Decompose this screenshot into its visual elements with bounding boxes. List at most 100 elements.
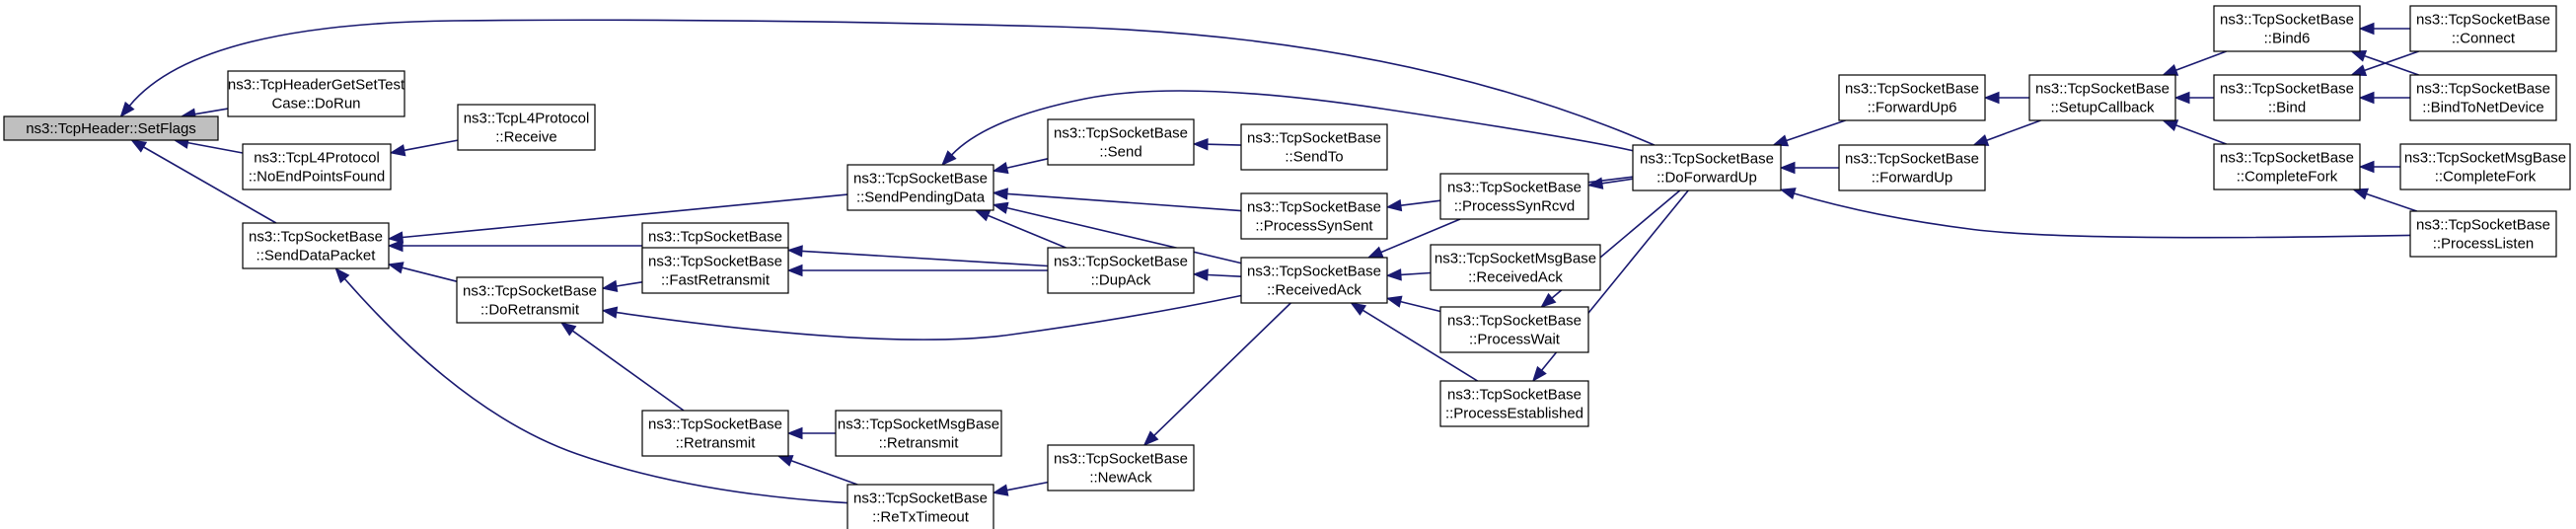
node-label-line: ::BindToNetDevice [2422,100,2543,116]
arrowhead [1385,295,1403,308]
node-fastretx[interactable]: ns3::TcpSocketBase::FastRetransmit [641,247,789,294]
node-sendto[interactable]: ns3::TcpSocketBase::SendTo [1240,123,1388,171]
node-box [456,276,604,324]
node-label-line: ::ProcessEstablished [1445,406,1583,422]
node-bind6[interactable]: ns3::TcpSocketBase::Bind6 [2213,5,2361,52]
node-label-line: ns3::TcpSocketBase [2035,81,2170,98]
node-setflags[interactable]: ns3::TcpHeader::SetFlags [3,115,219,141]
edge-newack-to-rtotimeout [992,481,1049,496]
arrowhead [389,144,406,157]
node-synrcvd[interactable]: ns3::TcpSocketBase::ProcessSynRcvd [1439,173,1589,220]
arrowhead [2350,49,2368,62]
arrowhead [1586,177,1604,189]
arrowhead [387,262,405,274]
node-label-line: ns3::TcpSocketBase [648,416,782,433]
arrowhead [1772,134,1790,147]
node-established[interactable]: ns3::TcpSocketBase::ProcessEstablished [1439,380,1589,427]
node-msgretx[interactable]: ns3::TcpSocketMsgBase::Retransmit [835,410,1002,457]
node-box [2409,210,2557,258]
arrowhead [1142,430,1159,446]
edge-line [1006,192,1242,212]
arrowhead [1540,292,1557,308]
node-wait[interactable]: ns3::TcpSocketBase::ProcessWait [1439,306,1589,353]
edges-layer [119,19,2419,504]
node-sendpending[interactable]: ns3::TcpSocketBase::SendPendingData [846,164,994,211]
node-fwdup[interactable]: ns3::TcpSocketBase::ForwardUp [1838,144,1986,191]
node-label-line: ::ReceivedAck [1468,269,1563,286]
node-newack[interactable]: ns3::TcpSocketBase::NewAck [1047,444,1195,491]
node-box [457,104,596,151]
edge-line [1380,218,1461,254]
node-box [1430,244,1601,291]
node-label-line: ::SendPendingData [856,189,986,206]
edge-line [2175,124,2227,145]
node-recvack[interactable]: ns3::TcpSocketBase::ReceivedAck [1240,257,1388,304]
node-label-line: ::ProcessSynSent [1255,218,1373,235]
node-box [1439,173,1589,220]
edge-listen-to-completefork [2352,188,2417,212]
node-box [2409,74,2557,121]
arrowhead [601,306,619,319]
edge-dupack-to-limited [786,245,1049,267]
edge-recvack-to-newack [1142,302,1291,446]
edge-line [404,139,459,152]
edge-forwardup-to-sendpending [941,90,1634,166]
node-msgrecvack[interactable]: ns3::TcpSocketMsgBase::ReceivedAck [1430,244,1601,291]
node-dupack[interactable]: ns3::TcpSocketBase::DupAck [1047,247,1195,294]
node-label-line: ns3::TcpSocketBase [2220,12,2354,29]
node-label-line: ::ReceivedAck [1267,282,1362,299]
node-doretx[interactable]: ns3::TcpSocketBase::DoRetransmit [456,276,604,324]
node-msgcompletefork[interactable]: ns3::TcpSocketMsgBase::CompleteFork [2399,143,2571,190]
edge-msgcompletefork-to-completefork [2358,160,2400,174]
node-completefork[interactable]: ns3::TcpSocketBase::CompleteFork [2213,143,2361,190]
node-box [1439,380,1589,427]
node-label-line: ns3::TcpSocketBase [249,229,383,246]
edge-doretx-to-senddata [387,262,458,282]
node-setupcb[interactable]: ns3::TcpSocketBase::SetupCallback [2028,74,2176,121]
edge-senddata-to-setflags [130,139,277,224]
node-bind[interactable]: ns3::TcpSocketBase::Bind [2213,74,2361,121]
node-box [1240,257,1388,304]
node-label-line: ::Bind [2268,100,2306,116]
arrowhead [992,484,1009,496]
edge-bindnet-to-bind6 [2350,49,2419,76]
node-label-line: ns3::TcpSocketBase [2416,12,2550,29]
edge-line [571,330,685,412]
node-bindnet[interactable]: ns3::TcpSocketBase::BindToNetDevice [2409,74,2557,121]
edge-established-to-recvack [1350,302,1479,382]
arrowhead [941,150,957,166]
node-connect[interactable]: ns3::TcpSocketBase::Connect [2409,5,2557,52]
node-box [1240,192,1388,240]
node-label-line: ::NewAck [1089,470,1152,487]
node-l4recv[interactable]: ns3::TcpL4Protocol::Receive [457,104,596,151]
node-label-line: ns3::TcpSocketBase [1640,151,1774,168]
node-senddata[interactable]: ns3::TcpSocketBase::SendDataPacket [242,222,390,269]
node-box [1240,123,1388,171]
node-forwardup[interactable]: ns3::TcpSocketBase::DoForwardUp [1632,144,1782,191]
arrowhead [1192,137,1209,151]
edge-send-to-sendpending [992,158,1049,175]
node-listen[interactable]: ns3::TcpSocketBase::ProcessListen [2409,210,2557,258]
edge-line [1362,309,1479,382]
edge-bind-to-setupcb [2173,91,2214,105]
node-label-line: ::Retransmit [676,435,757,452]
node-noend[interactable]: ns3::TcpL4Protocol::NoEndPointsFound [242,143,392,190]
edge-line [616,294,1242,340]
edge-l4recv-to-noend [389,139,459,157]
node-fwdup6[interactable]: ns3::TcpSocketBase::ForwardUp6 [1838,74,1986,121]
node-label-line: ns3::TcpSocketMsgBase [838,416,999,433]
node-label-line: ns3::TcpSocketMsgBase [2404,150,2566,167]
node-retx[interactable]: ns3::TcpSocketBase::Retransmit [641,410,789,457]
node-rtotimeout[interactable]: ns3::TcpSocketBase::ReTxTimeout [846,484,994,529]
node-label-line: ::ProcessSynRcvd [1454,198,1576,215]
arrowhead [1779,188,1797,200]
node-send[interactable]: ns3::TcpSocketBase::Send [1047,118,1195,166]
edge-line [1400,300,1441,313]
node-synsent[interactable]: ns3::TcpSocketBase::ProcessSynSent [1240,192,1388,240]
arrowhead [2162,119,2179,131]
node-label-line: ::ProcessWait [1469,332,1561,348]
edge-fwdup-to-forwardup [1779,161,1839,175]
arrowhead [1366,246,1384,259]
edge-fwdup6-to-forwardup [1772,119,1846,147]
